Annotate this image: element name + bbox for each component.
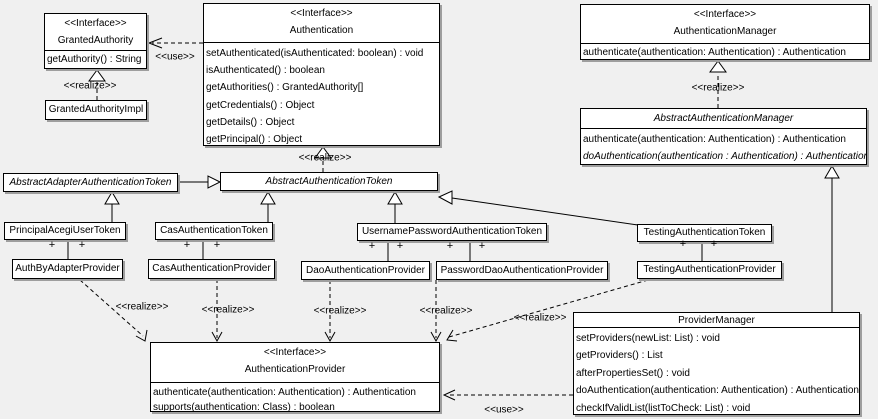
use-label: <<use>> [155,51,195,63]
method-label: authenticate(authentication: Authenticat… [153,387,416,398]
method-label: getDetails() : Object [206,116,295,128]
realize-label: <<realize>> [201,304,255,316]
class-name: PrincipalAcegiUserToken [9,225,121,236]
multiplicity-plus: + [78,239,86,251]
class-name: DaoAuthenticationProvider [306,264,425,276]
class-name: GrantedAuthorityImpl [48,104,144,115]
edge-realize-passworddaoprovider [430,280,442,343]
edge-realize-testingauthenticationprovider [446,279,649,342]
method-label: authenticate(authentication: Authenticat… [583,134,846,145]
realize-label: <<realize>> [691,82,745,94]
class-principal-acegi-user-token[interactable]: PrincipalAcegiUserToken [4,222,126,240]
class-name: PasswordDaoAuthenticationProvider [440,264,604,276]
class-cas-authentication-token[interactable]: CasAuthenticationToken [155,222,273,240]
realize-label: <<realize>> [513,312,567,324]
method-label: getAuthorities() : GrantedAuthority[] [206,82,364,94]
method-label: afterPropertiesSet() : void [576,367,690,379]
edge-gen-usernamepasswordtoken [387,191,403,223]
class-granted-authority-impl[interactable]: GrantedAuthorityImpl [45,100,147,120]
multiplicity-plus: + [478,240,486,252]
multiplicity-plus: + [368,240,376,252]
class-cas-authentication-provider[interactable]: CasAuthenticationProvider [148,259,275,279]
method-label: doAuthentication(authentication: Authent… [576,385,859,397]
class-abstract-authentication-token[interactable]: AbstractAuthenticationToken [220,172,438,191]
class-name: CasAuthenticationProvider [152,263,271,274]
multiplicity-plus: + [710,238,718,250]
class-provider-manager[interactable]: ProviderManager setProviders(newList: Li… [573,312,860,415]
edge-realize-authbyadapterprovider [79,279,148,342]
realize-label: <<realize>> [419,305,473,317]
edge-use-authentication-to-grantedauthority [147,37,203,49]
method-label: isAuthenticated() : boolean [206,65,325,77]
class-abstract-authentication-manager[interactable]: AbstractAuthenticationManager authentica… [580,108,867,165]
class-granted-authority[interactable]: <<Interface>> GrantedAuthority getAuthor… [44,13,147,69]
edge-gen-testingtoken [437,190,639,226]
method-label: authenticate(authentication: Authenticat… [583,47,846,58]
method-label: getPrincipal() : Object [206,134,303,146]
stereotype-label: <<Interface>> [290,8,353,19]
class-name: AbstractAuthenticationManager [653,113,794,124]
class-name: Authentication [289,25,354,36]
multiplicity-plus: + [396,240,404,252]
multiplicity-plus: + [679,238,687,250]
class-abstract-adapter-authentication-token[interactable]: AbstractAdapterAuthenticationToken [3,173,178,192]
class-name: UsernamePasswordAuthenticationToken [361,226,543,237]
method-label: supports(authentication: Class) : boolea… [153,402,335,412]
edge-realize-casauthenticationprovider [211,279,223,343]
edge-realize-daoauthenticationprovider [324,280,336,343]
method-label: getAuthority() : String [47,54,142,65]
edge-gen-abstractadapter-to-abstracttoken [178,175,222,189]
multiplicity-plus: + [183,239,191,251]
class-name: ProviderManager [678,315,755,326]
stereotype-label: <<Interface>> [263,347,327,358]
class-authentication[interactable]: <<Interface>> Authentication setAuthenti… [203,3,440,146]
edge-gen-castoken [260,191,276,222]
class-password-dao-authentication-provider[interactable]: PasswordDaoAuthenticationProvider [436,261,608,280]
class-name: TestingAuthenticationProvider [643,264,776,275]
method-label: checkIfValidList(listToCheck: List) : vo… [576,402,751,414]
class-authentication-manager[interactable]: <<Interface>> AuthenticationManager auth… [580,4,870,60]
multiplicity-plus: + [446,240,454,252]
class-name: GrantedAuthority [57,35,134,46]
method-label: setProviders(newList: List) : void [576,333,720,344]
method-label: getProviders() : List [576,350,663,362]
class-name: AbstractAuthenticationToken [265,175,393,187]
edge-use-providermanager-to-authenticationprovider [442,389,573,401]
edge-gen-providermanager [824,165,840,312]
edge-realize-abstractauthenticationmanager [709,60,727,108]
class-name: CasAuthenticationToken [160,225,268,236]
class-username-password-authentication-token[interactable]: UsernamePasswordAuthenticationToken [357,223,547,241]
class-name: AuthenticationManager [673,26,777,37]
method-label: doAuthentication(authentication : Authen… [583,151,867,162]
edge-gen-principalacegi [104,191,120,222]
class-testing-authentication-token[interactable]: TestingAuthenticationToken [637,224,772,242]
use-label: <<use>> [484,404,524,416]
realize-label: <<realize>> [63,80,117,92]
class-auth-by-adapter-provider[interactable]: AuthByAdapterProvider [12,259,123,279]
class-name: AuthenticationProvider [244,364,346,375]
class-name: AbstractAdapterAuthenticationToken [9,176,172,188]
class-name: AuthByAdapterProvider [15,263,120,274]
class-testing-authentication-provider[interactable]: TestingAuthenticationProvider [637,261,782,279]
realize-label: <<realize>> [298,152,352,164]
class-dao-authentication-provider[interactable]: DaoAuthenticationProvider [301,261,430,280]
class-authentication-provider[interactable]: <<Interface>> AuthenticationProvider aut… [150,342,440,412]
class-name: TestingAuthenticationToken [643,227,766,238]
realize-label: <<realize>> [115,301,169,313]
realize-label: <<realize>> [313,305,367,317]
edge-realize-grantedauthorityimpl [88,69,106,100]
method-label: getCredentials() : Object [206,99,315,111]
method-label: setAuthenticated(isAuthenticated: boolea… [206,48,424,59]
multiplicity-plus: + [48,239,56,251]
edge-realize-abstractauthenticationtoken [314,146,332,172]
multiplicity-plus: + [213,239,221,251]
stereotype-label: <<Interface>> [64,18,127,29]
stereotype-label: <<Interface>> [693,9,757,20]
